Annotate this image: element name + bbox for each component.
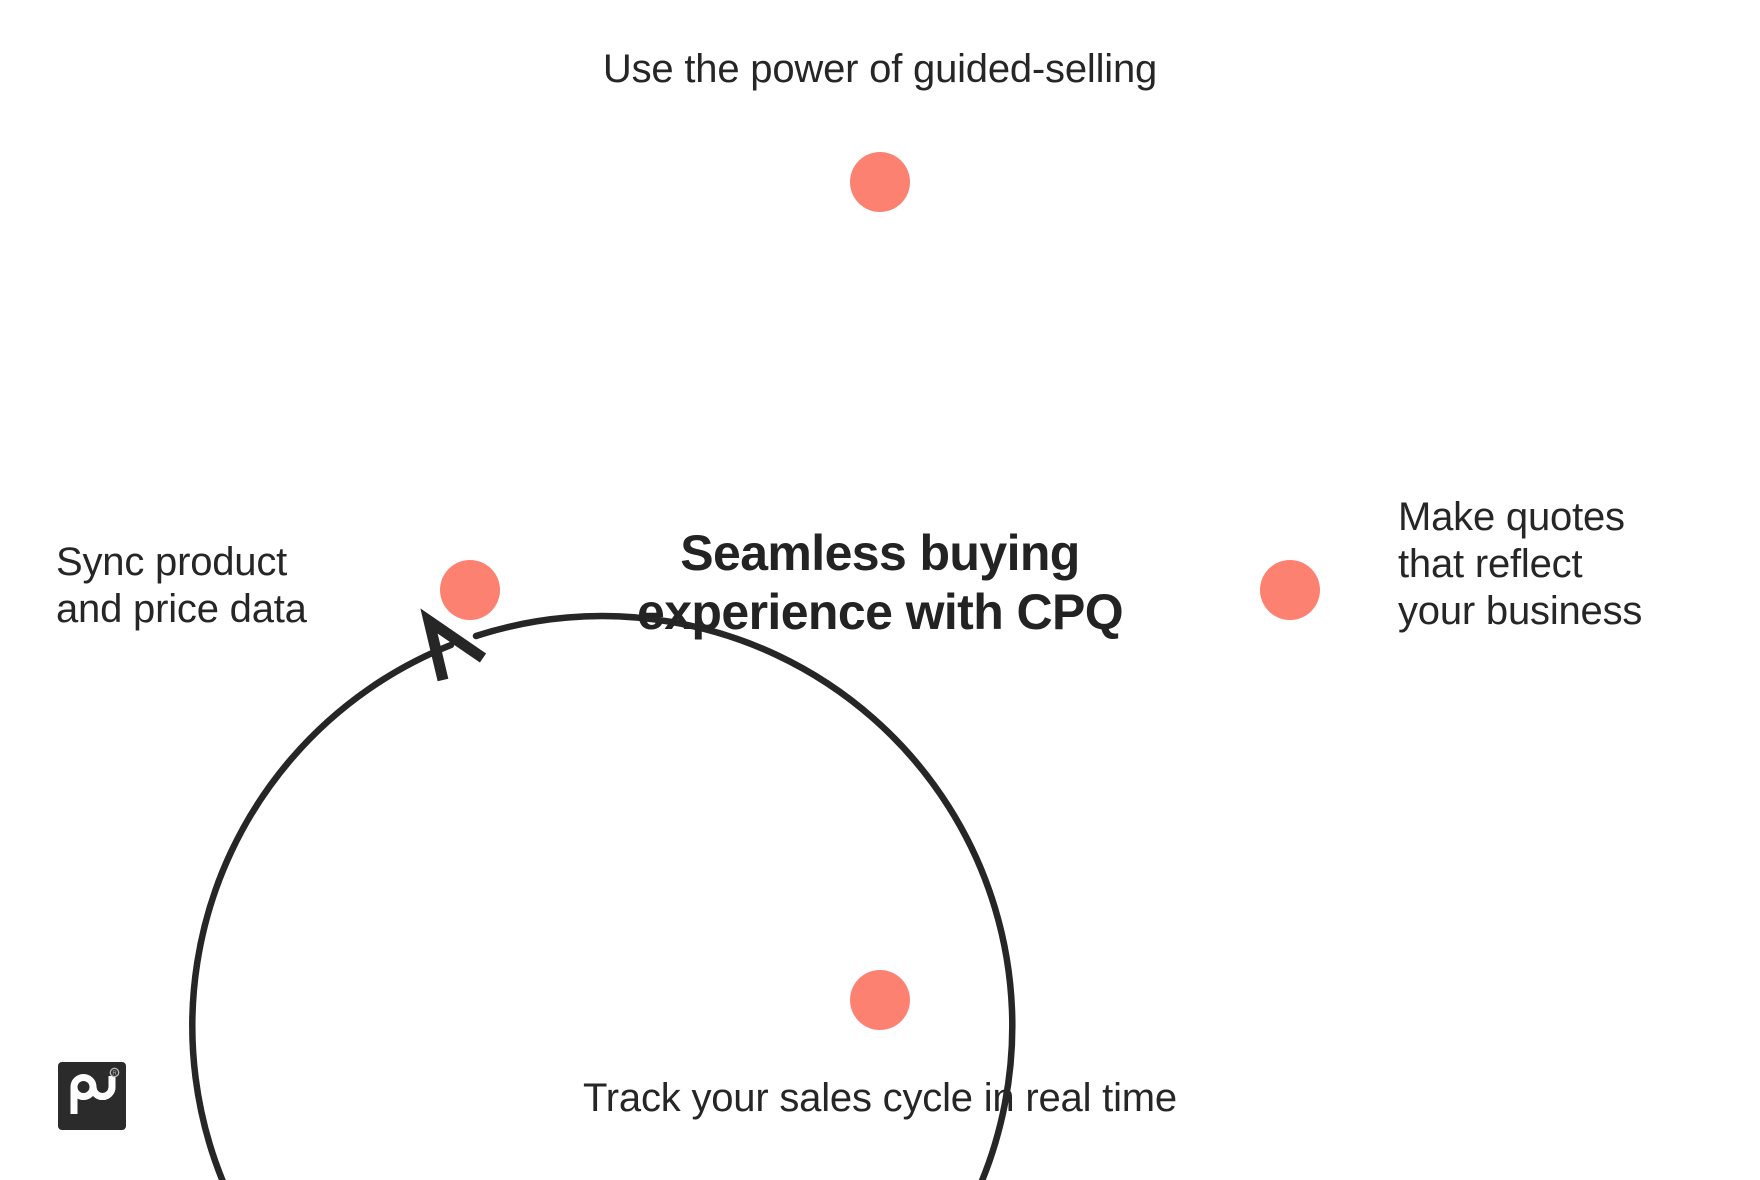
cycle-step-label-bottom: Track your sales cycle in real time (583, 1076, 1177, 1120)
cycle-step-label-right: Make quotes that reflect your business (1398, 495, 1643, 634)
cycle-node-dot-right (1260, 560, 1320, 620)
cycle-arrowhead-icon (420, 608, 487, 682)
cycle-step-label-left: Sync product and price data (56, 540, 307, 632)
svg-text:R: R (112, 1071, 117, 1077)
cycle-center-heading: Seamless buying experience with CPQ (637, 525, 1124, 640)
cycle-step-label-top: Use the power of guided-selling (602, 47, 1158, 91)
cycle-node-dot-bottom (850, 970, 910, 1030)
cycle-node-dot-top (850, 152, 910, 212)
cycle-ring-arc (189, 612, 1016, 1180)
pandadoc-monogram-icon: R (70, 1067, 120, 1114)
cycle-node-dot-left (440, 560, 500, 620)
pandadoc-logo: R (58, 1062, 126, 1130)
